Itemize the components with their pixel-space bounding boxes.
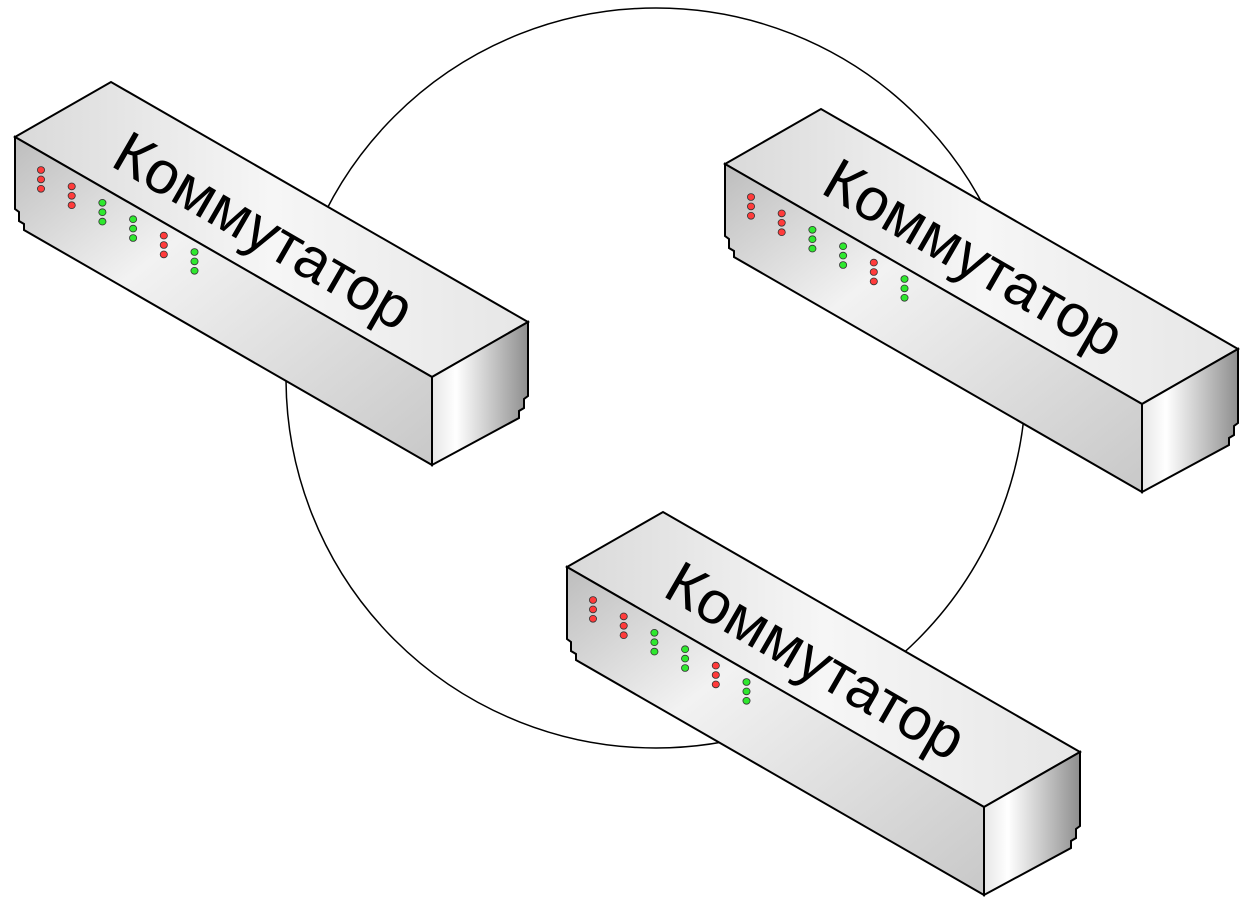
green-status-led: [808, 235, 817, 244]
green-status-led: [900, 293, 909, 302]
red-status-led: [711, 671, 720, 679]
green-status-led: [808, 244, 817, 253]
status-leds: [37, 166, 199, 275]
green-status-led: [129, 215, 138, 224]
red-status-led: [159, 250, 168, 259]
green-status-led: [681, 654, 690, 663]
red-status-led: [869, 258, 878, 267]
red-status-led: [777, 219, 786, 227]
red-status-led: [711, 661, 720, 670]
green-status-led: [129, 234, 138, 242]
red-status-led: [747, 202, 756, 211]
red-status-led: [869, 268, 878, 276]
switch-1[interactable]: Коммутатор: [12, 80, 531, 467]
green-status-led: [839, 242, 848, 251]
green-status-led: [808, 226, 817, 234]
red-status-led: [159, 241, 168, 249]
green-status-led: [742, 678, 751, 686]
green-status-led: [98, 217, 107, 226]
green-status-led: [839, 261, 848, 269]
green-status-led: [742, 687, 751, 696]
green-status-led: [900, 284, 909, 293]
red-status-led: [777, 228, 786, 237]
red-status-led: [37, 166, 46, 174]
green-status-led: [650, 647, 659, 656]
red-status-led: [159, 231, 168, 240]
red-status-led: [589, 605, 598, 614]
green-status-led: [742, 696, 751, 705]
status-leds: [589, 596, 751, 705]
red-status-led: [37, 175, 46, 184]
red-status-led: [67, 201, 76, 210]
switch-end-face: [1141, 347, 1239, 494]
green-status-led: [650, 629, 659, 637]
red-status-led: [777, 209, 786, 218]
red-status-led: [869, 277, 878, 286]
red-status-led: [711, 680, 720, 689]
green-status-led: [681, 645, 690, 654]
red-status-led: [589, 615, 598, 623]
green-status-led: [98, 199, 107, 207]
red-status-led: [619, 622, 628, 630]
green-status-led: [681, 664, 690, 672]
green-status-led: [190, 257, 199, 266]
red-status-led: [589, 596, 598, 604]
green-status-led: [839, 251, 848, 260]
red-status-led: [747, 212, 756, 220]
green-status-led: [650, 638, 659, 647]
switch-end-face: [431, 320, 529, 467]
red-status-led: [619, 612, 628, 621]
switch-end-face: [983, 750, 1081, 897]
green-status-led: [98, 208, 107, 217]
switch-3[interactable]: Коммутатор: [564, 510, 1083, 897]
red-status-led: [67, 182, 76, 191]
green-status-led: [190, 248, 199, 256]
green-status-led: [129, 224, 138, 233]
red-status-led: [619, 631, 628, 640]
red-status-led: [37, 185, 46, 193]
status-leds: [747, 193, 909, 302]
red-status-led: [67, 192, 76, 200]
green-status-led: [900, 275, 909, 283]
red-status-led: [747, 193, 756, 201]
switch-2[interactable]: Коммутатор: [722, 107, 1241, 494]
green-status-led: [190, 266, 199, 275]
